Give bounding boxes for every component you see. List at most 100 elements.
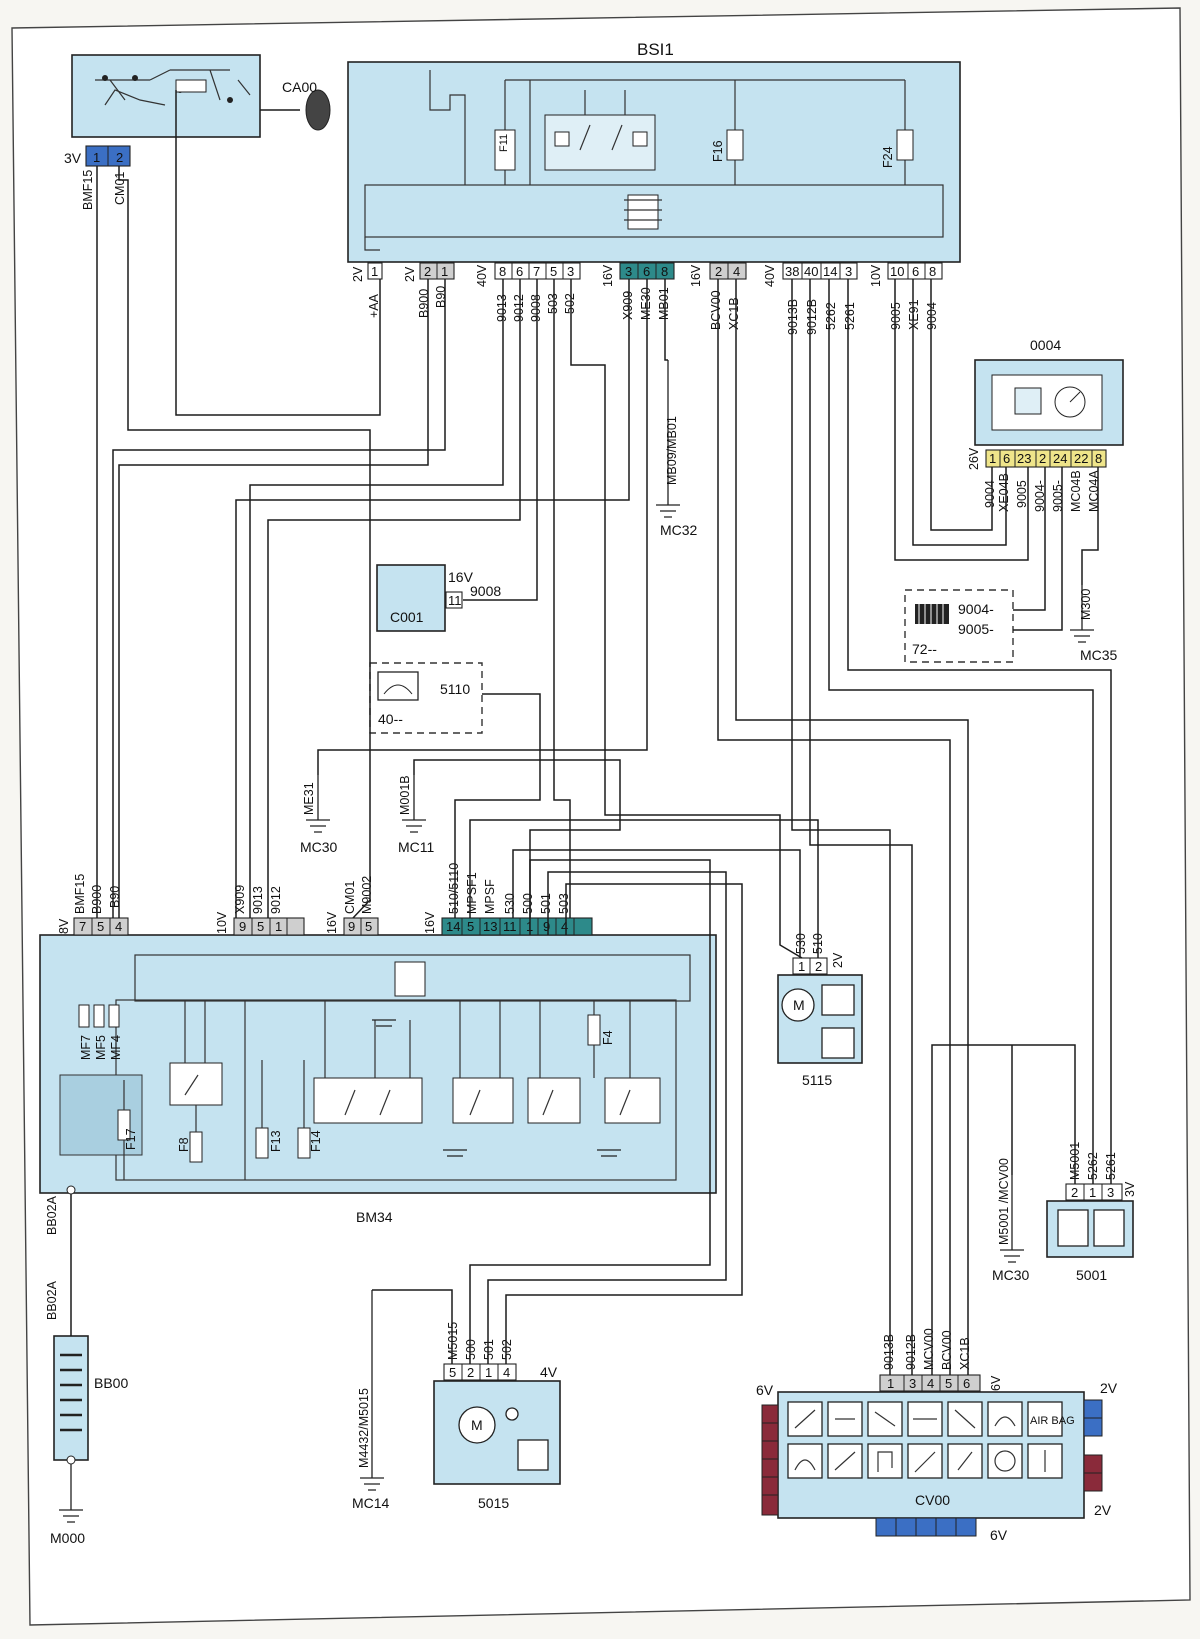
- svg-text:10V: 10V: [215, 911, 229, 934]
- svg-text:4: 4: [115, 919, 122, 934]
- svg-text:4: 4: [503, 1365, 510, 1380]
- svg-text:5: 5: [257, 919, 264, 934]
- defrost-icon: [987, 1401, 1023, 1437]
- svg-text:2: 2: [467, 1365, 474, 1380]
- svg-text:5: 5: [945, 1376, 952, 1391]
- svg-text:MC32: MC32: [660, 522, 698, 538]
- svg-text:2V: 2V: [1100, 1380, 1118, 1396]
- svg-text:6: 6: [516, 264, 523, 279]
- svg-text:5: 5: [550, 264, 557, 279]
- svg-text:M000: M000: [50, 1530, 85, 1546]
- svg-text:72--: 72--: [912, 641, 937, 657]
- svg-text:BMF15: BMF15: [73, 874, 87, 914]
- bm34-connectors: 7 5 4 8V BMF15 B900 B90 9 5 1 10V X909 9…: [57, 863, 593, 936]
- svg-text:501: 501: [482, 1339, 496, 1360]
- svg-text:11: 11: [448, 593, 462, 608]
- svg-text:14: 14: [446, 919, 460, 934]
- svg-text:1: 1: [275, 919, 282, 934]
- svg-text:1: 1: [1089, 1185, 1096, 1200]
- svg-text:XE04B: XE04B: [997, 473, 1011, 512]
- svg-text:500: 500: [521, 893, 535, 914]
- cluster-pins: 1 6 23 2 24 22 8: [989, 450, 1102, 467]
- svg-text:MC14: MC14: [352, 1495, 390, 1511]
- svg-text:MPSF1: MPSF1: [465, 872, 479, 914]
- svg-text:B900: B900: [417, 289, 431, 318]
- fan-icon: [987, 1443, 1023, 1479]
- svg-text:6V: 6V: [990, 1527, 1008, 1543]
- svg-text:M: M: [471, 1417, 483, 1433]
- svg-text:1: 1: [93, 150, 100, 165]
- svg-text:MPSF: MPSF: [483, 879, 497, 914]
- svg-text:9004: 9004: [983, 480, 997, 508]
- svg-text:8V: 8V: [57, 918, 71, 934]
- svg-text:9012: 9012: [269, 886, 283, 914]
- svg-text:3: 3: [567, 264, 574, 279]
- svg-text:ME31: ME31: [302, 782, 316, 815]
- svg-text:M001B: M001B: [398, 775, 412, 815]
- svg-text:23: 23: [1017, 451, 1031, 466]
- svg-text:MC04A: MC04A: [1087, 470, 1101, 512]
- svg-text:M5015: M5015: [446, 1322, 460, 1360]
- svg-text:6: 6: [643, 264, 650, 279]
- svg-text:2V: 2V: [831, 952, 845, 968]
- svg-text:9013B: 9013B: [786, 299, 800, 335]
- svg-text:MB01: MB01: [657, 287, 671, 320]
- svg-text:BM34: BM34: [356, 1209, 393, 1225]
- svg-text:9004-: 9004-: [1033, 480, 1047, 512]
- svg-text:4V: 4V: [540, 1364, 558, 1380]
- svg-text:2: 2: [715, 264, 722, 279]
- svg-text:7: 7: [533, 264, 540, 279]
- svg-text:X909: X909: [233, 885, 247, 914]
- svg-text:MC30: MC30: [992, 1267, 1030, 1283]
- svg-text:2: 2: [815, 959, 822, 974]
- svg-text:1: 1: [989, 451, 996, 466]
- svg-text:7: 7: [79, 919, 86, 934]
- svg-text:BB02A: BB02A: [45, 1280, 59, 1320]
- instrument-cluster-0004: 0004 1 6 23 2 24 22 8 26V 9004 XE04B 900…: [967, 337, 1124, 512]
- svg-text:2: 2: [1071, 1185, 1078, 1200]
- svg-text:5: 5: [97, 919, 104, 934]
- svg-text:9: 9: [348, 919, 355, 934]
- svg-text:9: 9: [543, 919, 550, 934]
- wiring-harness: [66, 90, 1112, 1465]
- svg-text:2V: 2V: [403, 266, 417, 282]
- svg-text:1: 1: [371, 264, 378, 279]
- battery-bb00: BB00 BB02A BB02A: [45, 1195, 128, 1461]
- svg-text:24: 24: [1053, 451, 1067, 466]
- ground-symbols: MB09/MB01 MC32 M300 MC35 ME31 MC30 M001B…: [50, 360, 1118, 1546]
- svg-text:16V: 16V: [325, 911, 339, 934]
- svg-text:9: 9: [239, 919, 246, 934]
- svg-text:13: 13: [483, 919, 497, 934]
- svg-text:F13: F13: [269, 1130, 283, 1152]
- airbag-label: AIR BAG: [1030, 1415, 1075, 1427]
- svg-text:MCV00: MCV00: [922, 1328, 936, 1370]
- ignition-label: CA00: [282, 79, 317, 95]
- svg-text:MC04B: MC04B: [1069, 470, 1083, 512]
- svg-text:9005-: 9005-: [958, 621, 994, 637]
- svg-text:2V: 2V: [1094, 1502, 1112, 1518]
- svg-text:22: 22: [1074, 451, 1088, 466]
- svg-text:4: 4: [733, 264, 740, 279]
- svg-text:8: 8: [661, 264, 668, 279]
- svg-text:MC30: MC30: [300, 839, 338, 855]
- svg-text:8: 8: [1095, 451, 1102, 466]
- svg-text:38: 38: [785, 264, 799, 279]
- svg-text:503: 503: [546, 293, 560, 314]
- wiper-motor-5015: 5 2 1 4 4V M5015 500 501 502 M 5015: [433, 1322, 561, 1511]
- svg-text:2: 2: [1039, 451, 1046, 466]
- airbag-icon: [1027, 1401, 1063, 1437]
- svg-text:16V: 16V: [601, 264, 615, 287]
- svg-text:5015: 5015: [478, 1495, 509, 1511]
- svg-text:6V: 6V: [756, 1382, 774, 1398]
- svg-text:CV00: CV00: [915, 1492, 950, 1508]
- svg-text:F14: F14: [309, 1130, 323, 1152]
- svg-text:5261: 5261: [843, 302, 857, 330]
- svg-text:26V: 26V: [967, 447, 981, 470]
- ignition-switch: CA00 1 2 3V BMF15 CM01: [64, 54, 331, 210]
- svg-text:503: 503: [557, 893, 571, 914]
- front-wiper-icon: [787, 1443, 823, 1479]
- svg-text:9004: 9004: [925, 302, 939, 330]
- svg-text:9008: 9008: [470, 583, 501, 599]
- svg-text:4: 4: [561, 919, 568, 934]
- svg-text:MF7: MF7: [79, 1035, 93, 1060]
